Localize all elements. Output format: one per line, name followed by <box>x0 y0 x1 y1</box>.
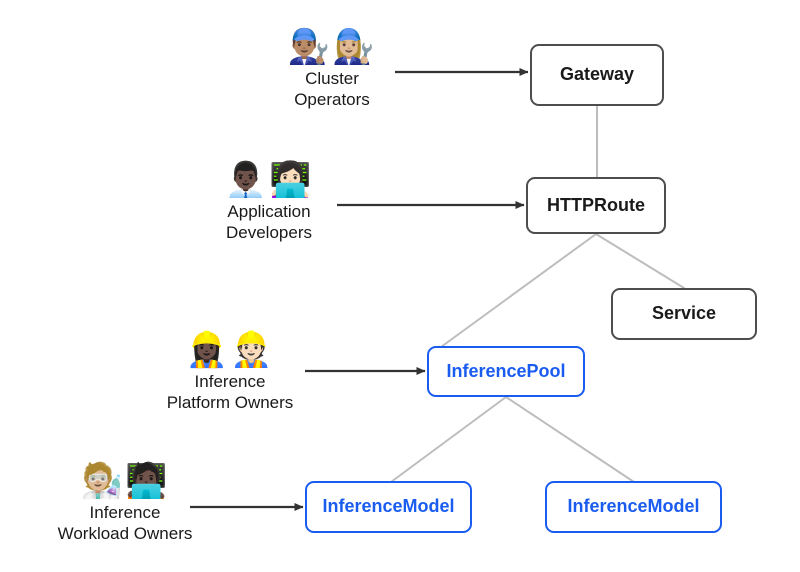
persona-arrows <box>190 68 529 511</box>
persona-inference-platform-owners: 👷🏿‍♀️👷🏻Inference Platform Owners <box>130 333 330 414</box>
persona-label: Application Developers <box>226 202 312 243</box>
node-label: HTTPRoute <box>547 194 645 215</box>
construction-worker-woman-icon: 👷🏿‍♀️👷🏻 <box>185 330 275 370</box>
persona-label: Inference Platform Owners <box>166 372 294 413</box>
node-gateway[interactable]: Gateway <box>530 44 664 106</box>
persona-label: Inference Workload Owners <box>57 503 193 544</box>
edge-inferencepool-to-model-left <box>390 396 507 483</box>
mechanic-man-icon: 👨🏽‍🔧👩🏼‍🔧 <box>287 27 377 67</box>
node-service[interactable]: Service <box>611 288 757 340</box>
edge-httproute-to-inferencepool <box>440 233 597 348</box>
office-worker-icon: 👨🏿‍💼👩🏻‍💻 <box>224 160 314 200</box>
persona-label: Cluster Operators <box>294 69 370 110</box>
scientist-icon: 🧑🏼‍🔬🧑🏿‍💻 <box>80 461 170 501</box>
node-inferencepool[interactable]: InferencePool <box>427 346 585 397</box>
node-httproute[interactable]: HTTPRoute <box>526 177 666 234</box>
node-label: Service <box>651 303 717 324</box>
node-label: InferenceModel <box>567 496 700 517</box>
persona-inference-workload-owners: 🧑🏼‍🔬🧑🏿‍💻Inference Workload Owners <box>25 464 225 545</box>
node-label: InferencePool <box>446 360 566 381</box>
node-inferencemodel-right[interactable]: InferenceModel <box>545 481 722 533</box>
node-label: InferenceModel <box>322 496 455 517</box>
node-label: Gateway <box>559 64 635 85</box>
edge-inferencepool-to-model-right <box>505 396 635 483</box>
node-inferencemodel-left[interactable]: InferenceModel <box>305 481 472 533</box>
persona-application-developers: 👨🏿‍💼👩🏻‍💻Application Developers <box>169 163 369 244</box>
persona-cluster-operators: 👨🏽‍🔧👩🏼‍🔧Cluster Operators <box>232 30 432 111</box>
edge-httproute-to-service <box>595 233 685 289</box>
